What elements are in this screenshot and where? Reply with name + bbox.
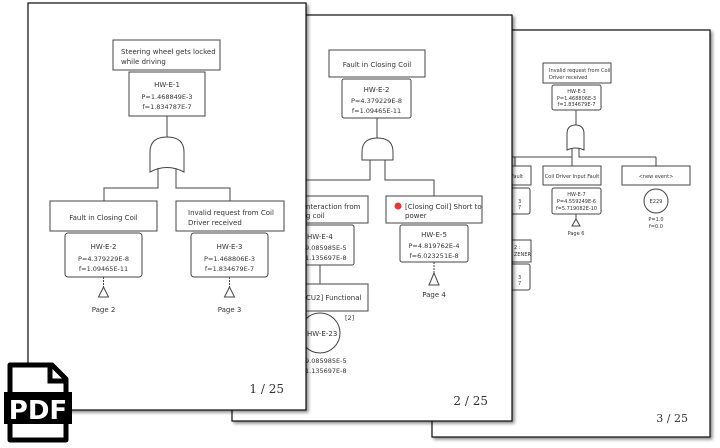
child-event-box [49, 200, 158, 232]
event-probability: P=1.0 [648, 217, 663, 223]
event-id: HW-E-2 [91, 243, 117, 251]
event-title: 2 : [514, 245, 521, 251]
event-title: Fault [511, 174, 523, 180]
or-gate-icon [566, 124, 585, 151]
event-frequency: f=5.719082E-10 [556, 206, 597, 212]
child-event-box [621, 165, 691, 186]
event-probability: P=4.379229E-8 [351, 97, 402, 105]
page-number: 3 / 25 [656, 412, 688, 425]
child-event-box [385, 195, 483, 224]
event-probability: 9.085985E-5 [305, 244, 347, 252]
top-event-title: Invalid request from Coil [549, 68, 610, 74]
pdf-file-icon: PDF [4, 362, 72, 443]
event-title: Driver received [188, 219, 242, 227]
event-title: [Closing Coil] Short to [405, 203, 482, 211]
event-probability: 9.085985E-5 [305, 357, 347, 365]
basic-event-circle [643, 188, 669, 214]
event-id: HW-E-5 [421, 231, 447, 239]
event-frequency: 1.135697E-8 [305, 367, 347, 375]
and-gate-icon [361, 137, 394, 161]
top-event-title: while driving [121, 58, 166, 66]
event-id: HW-E-3 [567, 89, 585, 95]
event-frequency: f=1.834679E-7 [205, 265, 254, 273]
event-id: E229 [650, 199, 663, 205]
event-frequency: f=1.09465E-11 [79, 265, 128, 273]
transfer-triangle-icon [428, 271, 440, 286]
child-event-box [542, 165, 602, 186]
event-frequency: f=1.834679E-7 [558, 102, 596, 108]
page-number: 1 / 25 [249, 382, 284, 396]
event-probability: P=1.468849E-3 [142, 93, 193, 101]
or-gate-icon [149, 136, 185, 173]
top-event-box [112, 39, 221, 71]
event-frequency: 1.135697E-8 [305, 254, 347, 262]
event-frequency: f=1.834787E-7 [142, 103, 191, 111]
page-reference-link[interactable]: Page 2 [92, 306, 116, 314]
event-probability: P=4.559249E-6 [557, 199, 596, 205]
page-reference-link[interactable]: Page 3 [218, 306, 242, 314]
top-event-title: Driver received [549, 75, 587, 81]
top-event-title: Fault in Closing Coil [343, 61, 412, 69]
transfer-triangle-icon [97, 285, 110, 298]
event-id: HW-E-23 [307, 330, 337, 338]
page-reference-link[interactable]: Page 4 [422, 291, 446, 299]
event-frequency: f=6.023251E-8 [409, 252, 458, 260]
event-title: g coil [306, 212, 325, 220]
event-probability: P=4.379229E-8 [78, 255, 129, 263]
event-frequency: 7 [518, 205, 521, 211]
occurrence-count: [2] [345, 314, 354, 322]
event-title: Fault in Closing Coil [69, 214, 138, 222]
event-title: power [405, 212, 427, 220]
event-id: HW-E-4 [307, 233, 333, 241]
event-title: CU2] Functional [306, 294, 361, 302]
top-event-box [542, 62, 612, 84]
child-event-box [175, 200, 285, 232]
pdf-label: PDF [9, 396, 67, 426]
page-reference-link[interactable]: Page 6 [568, 231, 585, 237]
page-1[interactable]: Steering wheel gets locked while driving… [27, 2, 307, 411]
event-probability: P=1.468806E-3 [204, 255, 255, 263]
event-probability: 3 [518, 199, 521, 205]
event-title: Invalid request from Coil [188, 209, 274, 217]
top-event-details [128, 71, 206, 117]
transfer-triangle-icon [571, 214, 581, 227]
page-number: 2 / 25 [453, 394, 488, 408]
event-frequency: 7 [518, 281, 521, 287]
event-frequency: f=1.09465E-11 [352, 107, 401, 115]
transfer-triangle-icon [223, 285, 236, 298]
event-frequency: f=0.0 [649, 224, 663, 230]
event-probability: P=1.468806E-3 [557, 96, 596, 102]
event-title: nteraction from [306, 203, 361, 211]
event-title: Coil Driver Input Fault [545, 174, 599, 180]
event-id: HW-E-2 [364, 86, 390, 94]
event-probability: 3 [518, 275, 521, 281]
top-event-box [328, 49, 426, 78]
event-probability: P=4.819762E-4 [409, 242, 460, 250]
event-id: HW-E-7 [567, 192, 585, 198]
status-dot-icon [394, 202, 402, 210]
event-id: HW-E-3 [217, 243, 243, 251]
event-title: <new event> [639, 174, 674, 180]
event-id: HW-E-1 [154, 81, 180, 89]
top-event-title: Steering wheel gets locked [121, 48, 216, 56]
event-title: ZENER [514, 252, 531, 258]
